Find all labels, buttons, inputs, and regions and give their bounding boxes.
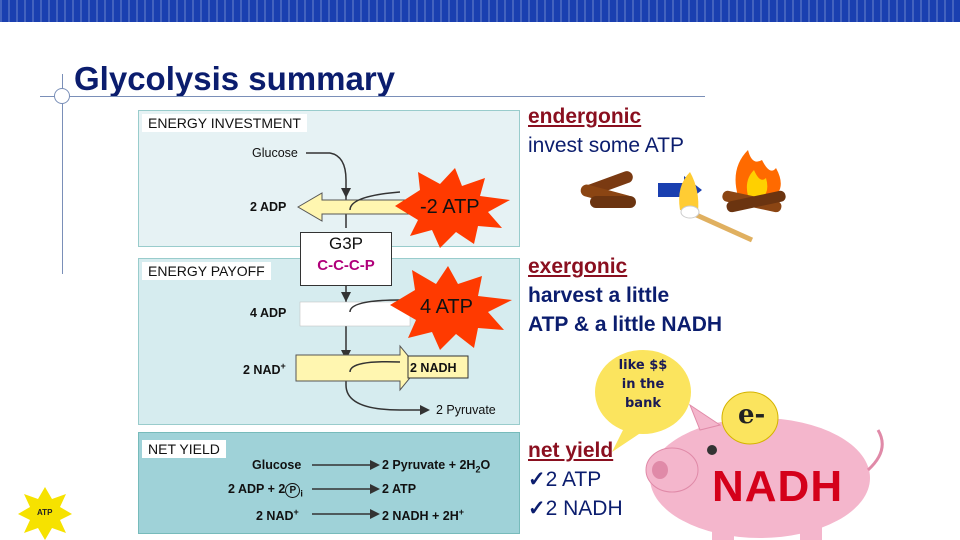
net-yield-line2: ✓2 NADH (528, 497, 623, 520)
atp-star-icon (18, 487, 72, 540)
nad2-label: 2 NAD+ (243, 361, 286, 378)
net-yield-line1: ✓2 ATP (528, 468, 602, 491)
minus-atp-text: -2 ATP (420, 196, 480, 218)
nadh2-label: 2 NADH (410, 361, 457, 375)
campfire-icon (722, 150, 786, 213)
left-vertical-line (62, 74, 63, 274)
endergonic-heading: endergonic (528, 105, 642, 128)
nadh-pig-label: NADH (712, 462, 844, 511)
plus-atp-burst (390, 266, 512, 350)
investment-label: ENERGY INVESTMENT (142, 114, 307, 132)
adp2-label: 2 ADP (250, 200, 287, 214)
piggy-bank-icon (645, 391, 884, 540)
exergonic-heading: exergonic (528, 255, 628, 278)
harvest-line2: ATP & a little NADH (528, 313, 723, 336)
net-yield-heading: net yield (528, 439, 614, 462)
plus-atp-text: 4 ATP (420, 296, 473, 318)
electron-coin-label: e- (738, 400, 766, 430)
endergonic-note: endergonic invest some ATP (528, 102, 684, 160)
adp4-label: 4 ADP (250, 306, 287, 320)
slide-title: Glycolysis summary (74, 60, 396, 97)
net-yield-note: net yield ✓2 ATP ✓2 NADH (528, 436, 623, 523)
g3p-formula: C-C-C-P (317, 257, 375, 274)
pyruvate2-label: 2 Pyruvate (436, 403, 496, 417)
glucose-label: Glucose (252, 146, 298, 160)
g3p-box: G3P C-C-C-P (300, 232, 392, 286)
g3p-title: G3P (328, 234, 364, 253)
net-pyruvate: 2 Pyruvate + 2H2O (382, 458, 491, 475)
net-glucose: Glucose (252, 458, 302, 472)
minus-atp-burst (395, 168, 510, 248)
crosshair-circle (54, 88, 70, 104)
check-icon: ✓ (528, 468, 546, 491)
match-icon (679, 172, 754, 243)
check-icon: ✓ (528, 497, 546, 520)
net-yield-label: NET YIELD (142, 440, 226, 458)
speech-bubble (595, 350, 691, 434)
net-atp: 2 ATP (382, 482, 417, 496)
speech-bubble-text: like $$ in the bank (618, 358, 668, 411)
invest-text: invest some ATP (528, 134, 685, 157)
top-banner (0, 0, 960, 22)
net-nadh: 2 NADH + 2H+ (382, 507, 465, 524)
payoff-label: ENERGY PAYOFF (142, 262, 271, 280)
exergonic-note: exergonic harvest a little ATP & a littl… (528, 252, 722, 339)
net-nad: 2 NAD+ (256, 507, 299, 524)
title-underline (40, 96, 705, 97)
firewood-icon (580, 171, 636, 208)
harvest-line1: harvest a little (528, 284, 670, 307)
atp-badge-label: ATP (37, 508, 53, 517)
